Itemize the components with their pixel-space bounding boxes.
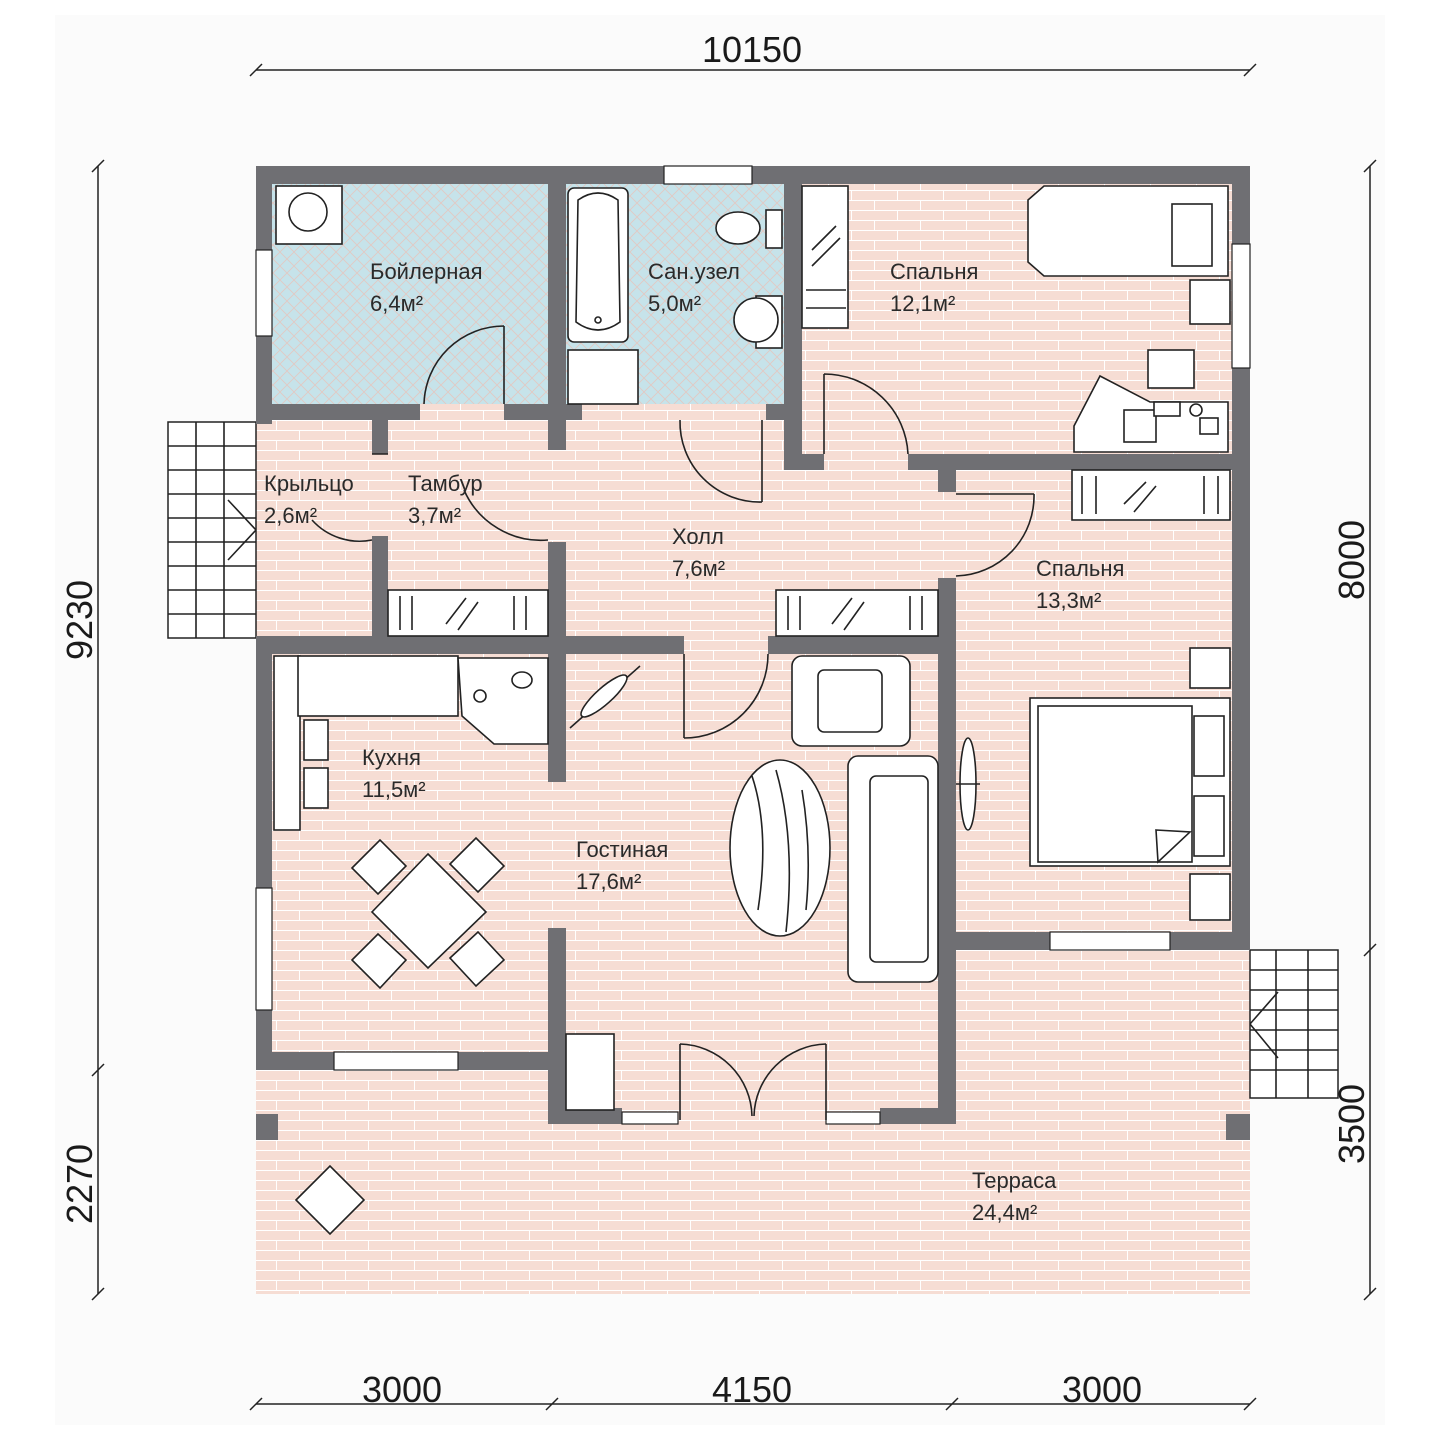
dimension-right-terrace: 3500 <box>1331 1084 1372 1164</box>
room-name-bedroom1: Спальня <box>890 259 978 284</box>
porch-steps <box>167 421 257 639</box>
room-area-bath: 5,0м² <box>648 291 701 316</box>
room-name-vestibule: Тамбур <box>408 471 483 496</box>
room-name-bath: Сан.узел <box>648 259 740 284</box>
windows <box>255 165 1251 1125</box>
stair-lines <box>168 422 1338 1098</box>
room-labels: Бойлерная 6,4м² Сан.узел 5,0м² Спальня 1… <box>264 259 1124 1225</box>
dimension-left-terrace: 2270 <box>59 1144 100 1224</box>
room-area-boiler: 6,4м² <box>370 291 423 316</box>
room-name-bedroom2: Спальня <box>1036 556 1124 581</box>
dimension-lines <box>91 63 1377 1411</box>
room-name-boiler: Бойлерная <box>370 259 483 284</box>
room-area-vestibule: 3,7м² <box>408 503 461 528</box>
furniture <box>273 185 1231 1236</box>
room-area-terrace: 24,4м² <box>972 1200 1037 1225</box>
room-area-bedroom1: 12,1м² <box>890 291 955 316</box>
terrace-steps <box>1249 949 1339 1099</box>
dimension-bottom-right: 3000 <box>1062 1369 1142 1410</box>
dimension-left-total: 9230 <box>59 580 100 660</box>
room-area-bedroom2: 13,3м² <box>1036 588 1101 613</box>
room-name-living: Гостиная <box>576 837 668 862</box>
room-name-porch: Крыльцо <box>264 471 354 496</box>
room-area-porch: 2,6м² <box>264 503 317 528</box>
dimension-right-house: 8000 <box>1331 520 1372 600</box>
dimension-bottom-middle: 4150 <box>712 1369 792 1410</box>
dimension-top: 10150 <box>702 29 802 70</box>
room-name-terrace: Терраса <box>972 1168 1057 1193</box>
room-name-hall: Холл <box>672 524 724 549</box>
room-area-hall: 7,6м² <box>672 556 725 581</box>
room-name-kitchen: Кухня <box>362 745 421 770</box>
room-area-living: 17,6м² <box>576 869 641 894</box>
room-area-kitchen: 11,5м² <box>362 777 426 802</box>
doors <box>311 325 1035 1120</box>
dimension-bottom-left: 3000 <box>362 1369 442 1410</box>
